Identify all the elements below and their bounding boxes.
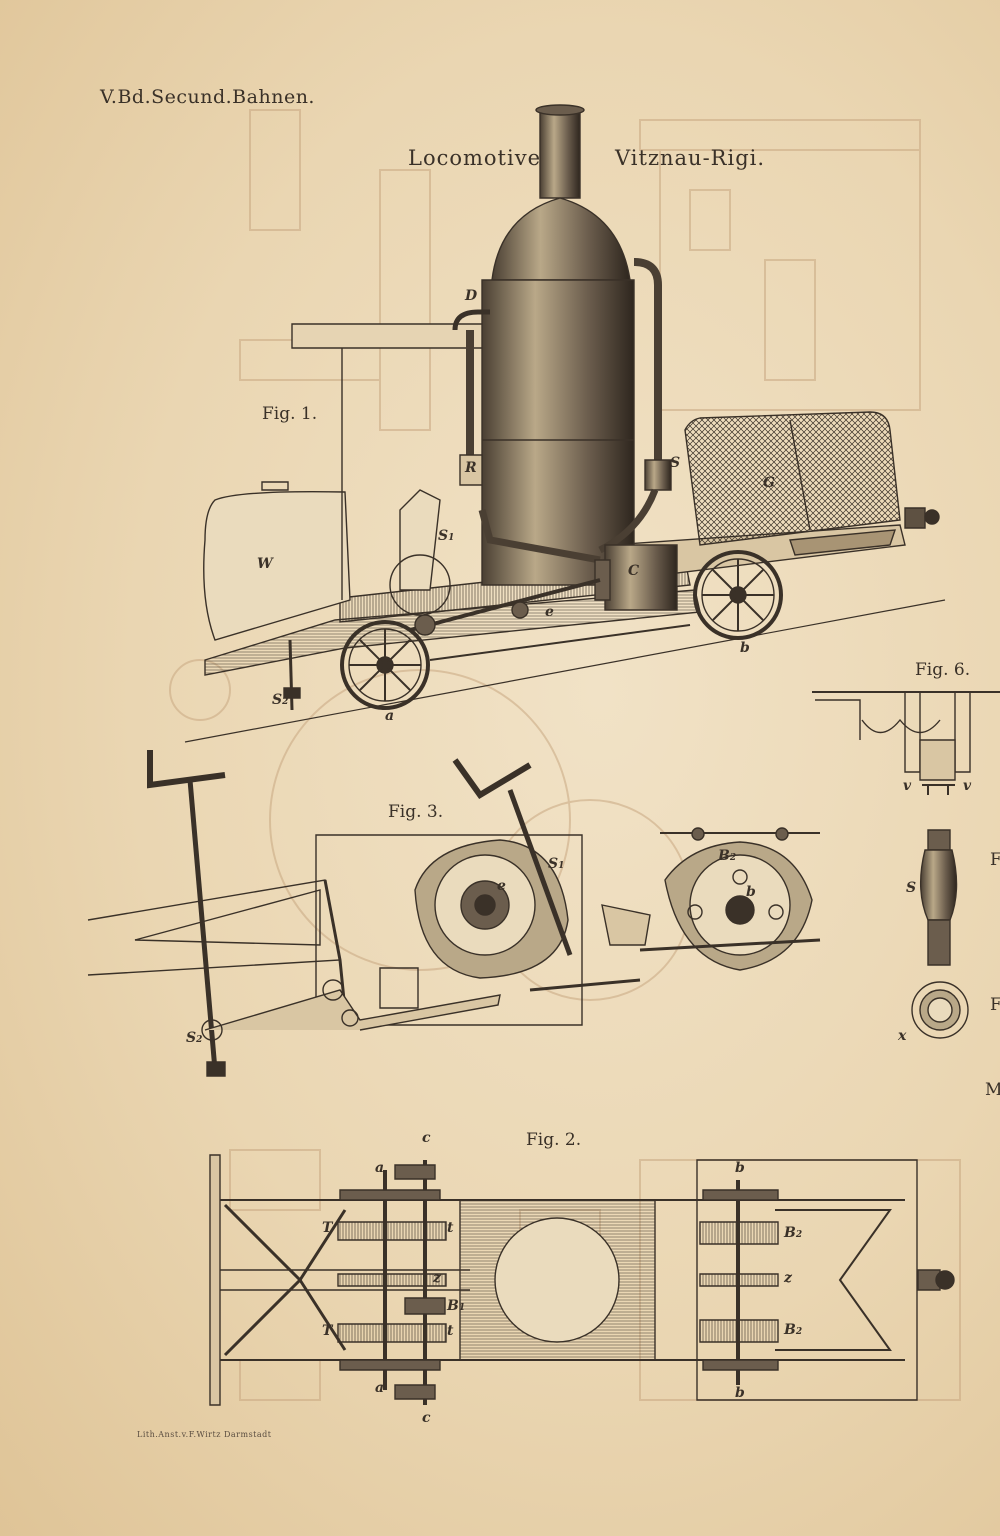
fig3-s1-letter: S [548,856,559,872]
fig6-label-x: x [898,1028,907,1044]
fig1-label-a: a [385,708,395,724]
fig3-label-e: e [497,878,506,894]
rail-line [185,600,945,742]
edge-letter-1: F [990,850,1000,870]
title-vitznau-rigi: Vitznau-Rigi. [615,146,766,170]
fig1-s1-letter: S [438,528,449,544]
fig2-plan-view [210,1155,954,1405]
fig2-b2-top-letter: B [784,1225,796,1241]
fig2-label-t-upper-left: T [322,1220,333,1236]
fig3-b2-letter: B [718,848,730,864]
fig1-label-e: e [545,604,554,620]
title-locomotive: Locomotive [408,146,541,170]
fig3-brake-mechanism [88,750,820,1076]
fig2-label-z-right: z [784,1270,792,1286]
fig2-label-b-top: b [735,1160,745,1176]
fig2-b2-bottom-letter: B [784,1322,796,1338]
fig2-label-t-lower-right: t [447,1323,454,1339]
fig3-s2-letter: S [186,1030,197,1046]
fig2-label-t-upper-right: t [447,1220,454,1236]
fig2-label-b1: B1 [447,1298,465,1314]
fig1-label-r: R [465,460,477,476]
fig2-label: Fig. 2. [526,1130,582,1150]
fig1-label-s1: S1 [438,528,454,544]
fig1-label-b: b [740,640,750,656]
fig2-label-t-lower-left: T [322,1323,333,1339]
fig1-label: Fig. 1. [262,404,318,424]
edge-letter-2: F [990,995,1000,1015]
front-wheel [695,552,781,638]
fig1-label-c: C [628,563,640,579]
fig2-label-b2-bottom: B2 [784,1322,802,1338]
fig1-label-s: S [670,455,681,471]
fig3-label: Fig. 3. [388,802,444,822]
fig2-label-z-left: z [433,1270,441,1286]
fig2-b2-bottom-subscript: 2 [795,1327,803,1337]
fig6-label-v-left: v [903,778,912,794]
fig2-label-c-bottom: c [422,1410,431,1426]
fig6-label: Fig. 6. [915,660,971,680]
fig1-s1-subscript: 1 [448,533,455,543]
fig1-s2-letter: S [272,692,283,708]
edge-letter-3: M [985,1080,1000,1100]
lithographer-credit: Lith.Anst.v.F.Wirtz Darmstadt [137,1430,272,1439]
fig3-s2-subscript: 2 [196,1035,203,1045]
fig6-details [812,692,1000,1038]
fig2-label-a-top: a [375,1160,385,1176]
volume-header: V.Bd.Secund.Bahnen. [100,86,315,108]
fig1-label-w: W [257,556,273,572]
fig3-label-s1: S1 [548,856,564,872]
fig2-label-b-bottom: b [735,1385,745,1401]
fig2-b2-top-subscript: 2 [795,1230,803,1240]
fig6-label-s: S [906,880,917,896]
fig1-s2-subscript: 2 [282,697,289,707]
fig1-locomotive-elevation [185,105,945,742]
fig3-s1-subscript: 1 [558,861,565,871]
fig2-label-a-bottom: a [375,1380,385,1396]
fig3-label-b: b [746,884,756,900]
fig1-label-s2: S2 [272,692,288,708]
fig3-label-s2: S2 [186,1030,202,1046]
fig6-label-v-right: v [963,778,972,794]
fig2-b1-subscript: 1 [458,1303,466,1313]
fig2-b1-letter: B [447,1298,459,1314]
fig3-label-b2: B2 [718,848,736,864]
fig2-label-c-top: c [422,1130,431,1146]
fig3-b2-subscript: 2 [729,853,737,863]
rear-wheel [342,622,428,708]
fig1-label-g: G [763,475,775,491]
fig1-label-d: D [465,288,478,304]
fig2-label-b2-top: B2 [784,1225,802,1241]
